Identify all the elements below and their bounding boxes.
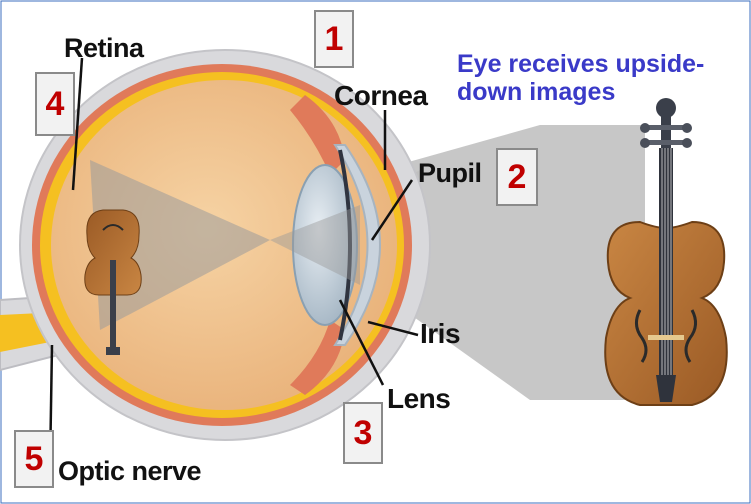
iris-label: Iris xyxy=(420,320,460,348)
lens-label: Lens xyxy=(387,385,450,413)
retina-label: Retina xyxy=(64,35,144,62)
number-box-lens: 3 xyxy=(343,402,383,464)
cornea-label: Cornea xyxy=(334,82,427,110)
number-box-optic-nerve: 5 xyxy=(14,430,54,488)
caption-line-2: down images xyxy=(457,78,704,106)
optic-nerve-label: Optic nerve xyxy=(58,458,201,485)
number-box-pupil: 2 xyxy=(496,148,538,206)
caption: Eye receives upside- down images xyxy=(457,50,704,106)
caption-line-1: Eye receives upside- xyxy=(457,50,704,78)
number-box-cornea: 1 xyxy=(314,10,354,68)
pupil-label: Pupil xyxy=(418,160,482,187)
number-box-retina: 4 xyxy=(35,72,75,136)
